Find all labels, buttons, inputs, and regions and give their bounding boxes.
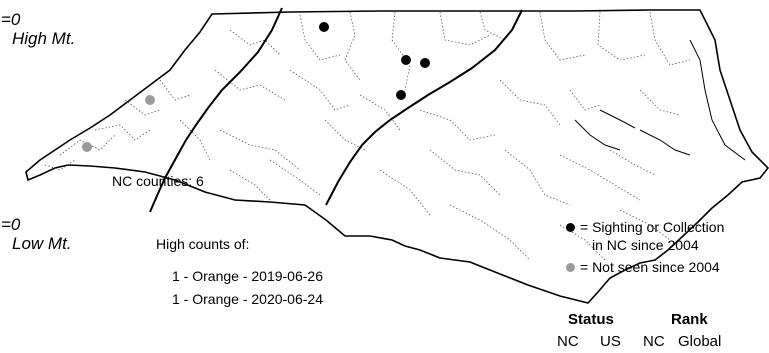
rank-col-global: Global xyxy=(678,333,722,350)
county-line-33 xyxy=(609,149,656,176)
rank-col-nc: NC xyxy=(643,333,665,350)
county-line-17 xyxy=(504,149,571,206)
county-line-30 xyxy=(179,119,211,161)
county-line-1 xyxy=(229,29,281,56)
high-count-entry-1: 1 - Orange - 2019-06-26 xyxy=(172,268,323,284)
county-line-18 xyxy=(559,154,641,201)
legend-recent-text-2: in NC since 2004 xyxy=(592,237,699,253)
county-line-32 xyxy=(639,89,681,116)
county-line-19 xyxy=(379,169,431,216)
mountain-piedmont-boundary xyxy=(149,7,283,213)
county-line-31 xyxy=(229,169,271,201)
legend-historic: = Not seen since 2004 xyxy=(566,259,720,275)
coastline-detail xyxy=(574,39,746,161)
county-line-8 xyxy=(597,11,646,61)
county-line-10 xyxy=(214,69,286,101)
high-mt-label: High Mt. xyxy=(12,29,76,48)
sighting-dot-2 xyxy=(401,55,411,65)
county-line-13 xyxy=(419,109,496,141)
legend-recent: = Sighting or Collection xyxy=(566,219,724,235)
county-line-5 xyxy=(439,11,491,46)
legend-historic-text: = Not seen since 2004 xyxy=(580,259,720,275)
high-count-entry-2: 1 - Orange - 2020-06-24 xyxy=(172,291,323,307)
sighting-dot-1 xyxy=(319,22,329,32)
county-line-23 xyxy=(219,129,301,171)
county-line-20 xyxy=(449,204,531,261)
county-line-28 xyxy=(159,79,191,101)
legend-recent-text: = Sighting or Collection xyxy=(580,219,725,235)
historic-dot-2 xyxy=(82,142,92,152)
county-line-16 xyxy=(429,149,501,196)
county-line-3 xyxy=(344,11,361,81)
county-line-4 xyxy=(391,11,411,91)
county-boundaries xyxy=(44,11,691,261)
status-col-us: US xyxy=(600,333,621,350)
low-mt-label: Low Mt. xyxy=(12,234,72,253)
county-line-21 xyxy=(559,224,606,261)
county-line-22 xyxy=(619,209,671,241)
county-line-34 xyxy=(324,119,366,151)
county-line-12 xyxy=(359,94,401,131)
recent-dot-swatch xyxy=(566,222,575,232)
high-counts-title: High counts of: xyxy=(156,236,250,252)
county-line-14 xyxy=(499,79,561,126)
low-mt-count: =0 xyxy=(1,215,21,234)
county-line-27 xyxy=(124,99,161,116)
status-header: Status xyxy=(568,311,614,328)
county-line-6 xyxy=(479,11,506,41)
county-line-7 xyxy=(539,11,586,61)
county-line-2 xyxy=(299,14,341,61)
high-mt-count: =0 xyxy=(1,10,21,29)
county-line-15 xyxy=(569,89,601,111)
sighting-dot-3 xyxy=(420,58,430,68)
county-count: NC counties: 6 xyxy=(112,173,204,189)
historic-dot-1 xyxy=(145,95,155,105)
county-line-24 xyxy=(269,159,321,196)
piedmont-coastal-boundary xyxy=(325,9,523,206)
rank-header: Rank xyxy=(671,311,708,328)
county-line-9 xyxy=(649,11,691,66)
county-line-26 xyxy=(94,124,151,141)
status-col-nc: NC xyxy=(557,333,579,350)
sighting-dot-4 xyxy=(396,90,406,100)
historic-dot-swatch xyxy=(566,262,575,272)
county-line-11 xyxy=(289,69,351,111)
state-outline xyxy=(25,9,769,304)
